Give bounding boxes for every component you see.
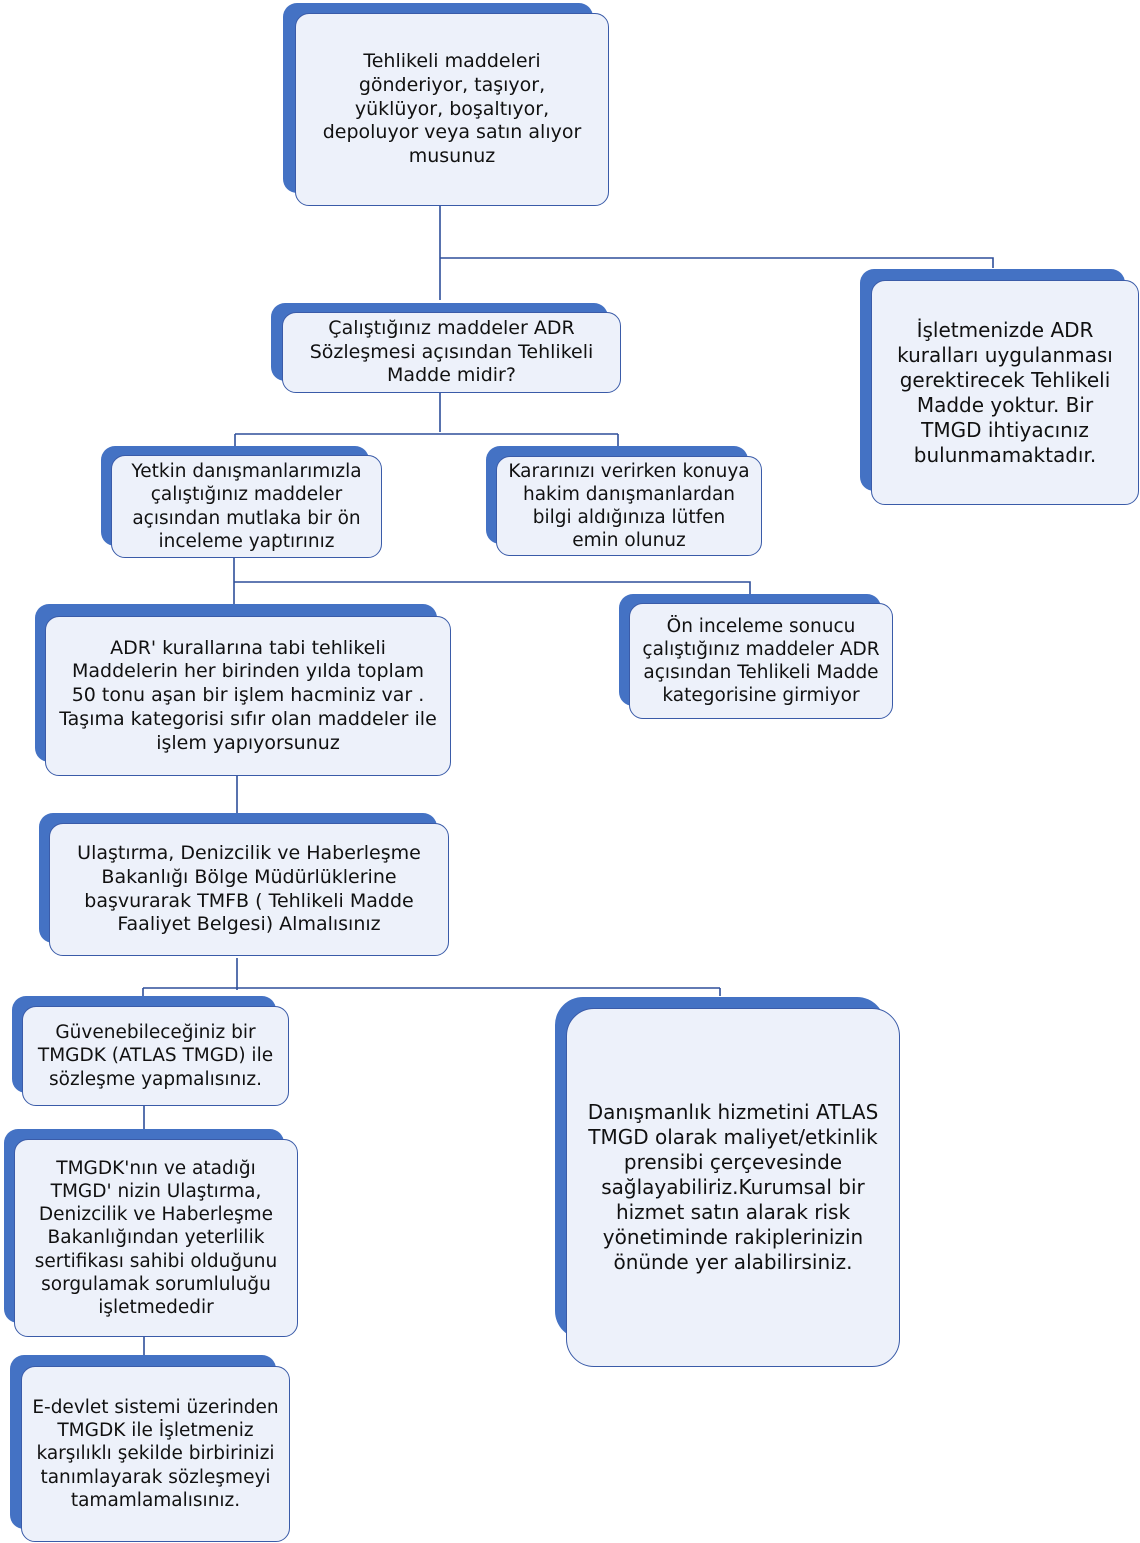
node-text: TMGDK'nın ve atadığı TMGD' nizin Ulaştır… (34, 1158, 278, 1318)
node-text: Güvenebileceğiniz bir TMGDK (ATLAS TMGD)… (37, 1022, 274, 1090)
node-edevlet: E-devlet sistemi üzerinden TMGDK ile İşl… (10, 1355, 290, 1542)
node-tmfb: Ulaştırma, Denizcilik ve Haberleşme Baka… (39, 813, 449, 956)
connector-tmfb (142, 958, 721, 998)
node-contract-tmgdk: Güvenebileceğiniz bir TMGDK (ATLAS TMGD)… (12, 996, 289, 1106)
node-pre-review: Yetkin danışmanlarımızla çalıştığınız ma… (101, 446, 382, 558)
node-question-dangerous-goods: Tehlikeli maddeleri gönderiyor, taşıyor,… (283, 3, 609, 206)
node-text: Tehlikeli maddeleri gönderiyor, taşıyor,… (322, 50, 582, 168)
node-question-adr-material: Çalıştığınız maddeler ADR Sözleşmesi açı… (271, 303, 621, 393)
node-atlas-service: Danışmanlık hizmetini ATLAS TMGD olarak … (555, 997, 900, 1367)
node-verify-certificate: TMGDK'nın ve atadığı TMGD' nizin Ulaştır… (4, 1129, 298, 1337)
node-text: ADR' kurallarına tabi tehlikeli Maddeler… (59, 636, 437, 754)
node-text: E-devlet sistemi üzerinden TMGDK ile İşl… (32, 1397, 279, 1511)
connector-root (439, 205, 994, 300)
node-threshold: ADR' kurallarına tabi tehlikeli Maddeler… (35, 604, 451, 776)
node-text: Yetkin danışmanlarımızla çalıştığınız ma… (131, 461, 362, 552)
connector-pre-review (233, 557, 751, 605)
node-consult-experts: Kararınızı verirken konuya hakim danışma… (486, 446, 762, 556)
node-text: Danışmanlık hizmetini ATLAS TMGD olarak … (587, 1100, 879, 1274)
node-text: İşletmenizde ADR kuralları uygulanması g… (897, 317, 1113, 467)
node-text: Ulaştırma, Denizcilik ve Haberleşme Baka… (77, 842, 421, 936)
node-no-tmgd-needed: İşletmenizde ADR kuralları uygulanması g… (860, 269, 1140, 505)
node-text: Kararınızı verirken konuya hakim danışma… (508, 460, 750, 552)
node-text: Ön inceleme sonucu çalıştığınız maddeler… (642, 615, 880, 707)
node-text: Çalıştığınız maddeler ADR Sözleşmesi açı… (309, 316, 594, 387)
node-not-dangerous: Ön inceleme sonucu çalıştığınız maddeler… (619, 594, 893, 719)
connector-adr-question (234, 392, 619, 446)
